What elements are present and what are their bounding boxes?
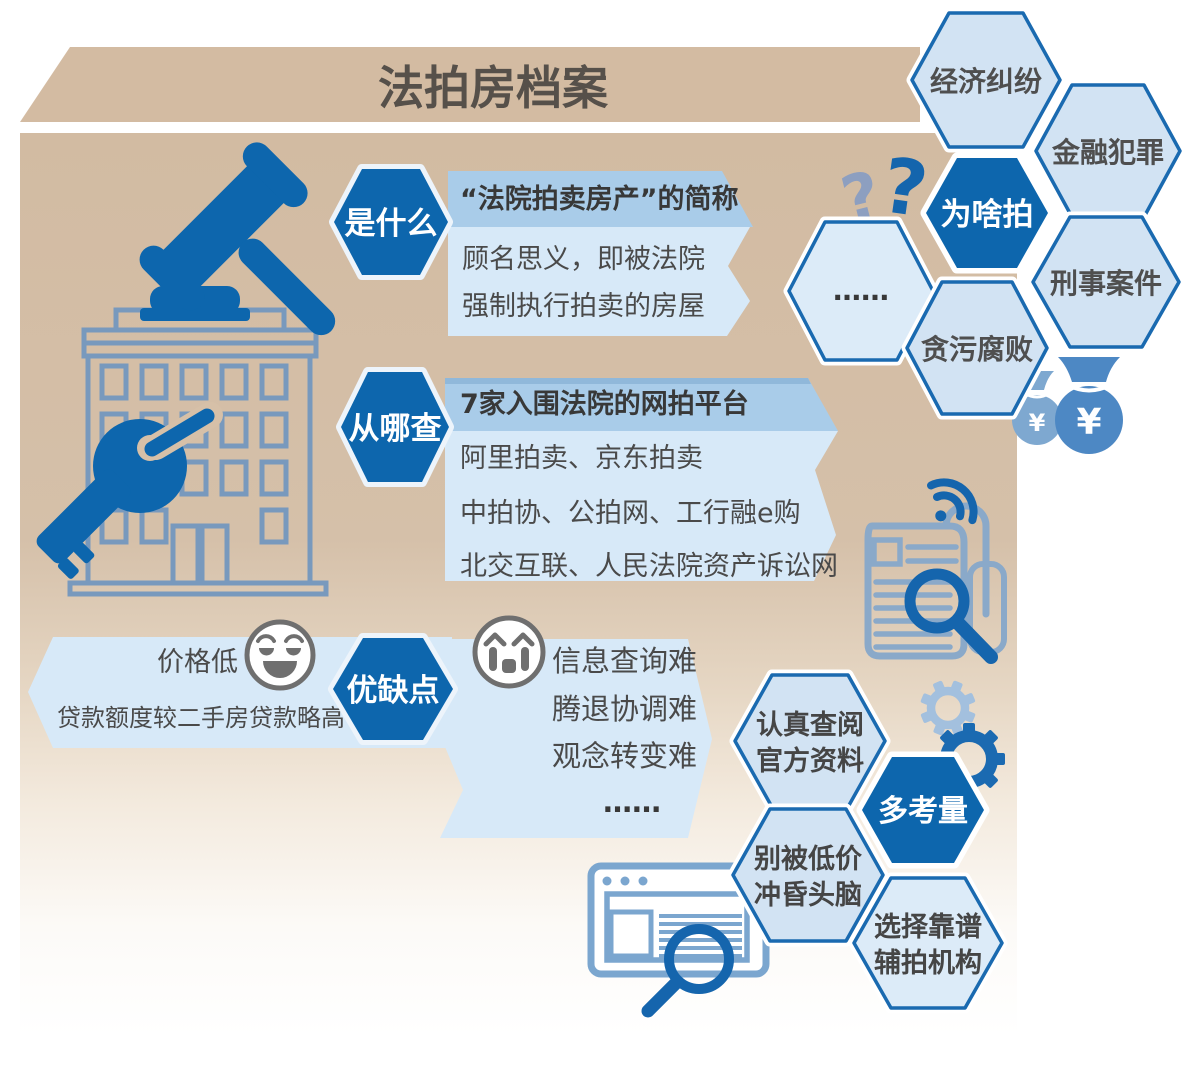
con3-text: 观念转变难 — [552, 739, 697, 773]
con2-text: 腾退协调难 — [552, 692, 697, 726]
why-reason3-hexagon — [1031, 215, 1181, 349]
tip3-line2: 辅拍机构 — [874, 948, 982, 979]
what-hexagon — [334, 169, 448, 275]
gear-icon — [920, 680, 976, 736]
tip1-line1: 认真查阅 — [756, 710, 864, 741]
tip2-line1: 别被低价 — [754, 844, 863, 875]
cons-band — [440, 639, 712, 838]
what-label: 是什么 — [345, 206, 438, 242]
why-reason3-text: 刑事案件 — [1050, 267, 1162, 300]
why-etc-text: …… — [833, 274, 889, 307]
why-reason4-text: 贪污腐败 — [921, 333, 1033, 366]
con1-text: 信息查询难 — [552, 644, 697, 678]
pro1-text: 价格低 — [157, 647, 238, 678]
where-line1: 阿里拍卖、京东拍卖 — [460, 443, 703, 474]
newspaper-icon — [864, 478, 1007, 664]
where-line2: 中拍协、公拍网、工行融e购 — [460, 498, 801, 529]
magnifier-icon — [904, 568, 998, 664]
title-banner — [20, 47, 920, 122]
why-reason2-text: 金融犯罪 — [1051, 136, 1164, 169]
wifi-icon — [927, 478, 978, 525]
why-hexagon — [926, 158, 1048, 268]
yen-big: ¥ — [1076, 402, 1101, 443]
where-body-band — [445, 431, 838, 581]
magnifier-icon — [641, 924, 734, 1018]
where-header-text: 7家入围法院的网拍平台 — [460, 388, 749, 420]
what-body-band — [448, 227, 750, 336]
where-header-band — [445, 378, 838, 431]
where-hexagon — [341, 372, 449, 482]
proscons-label: 优缺点 — [347, 673, 440, 709]
what-header-band — [448, 171, 753, 227]
gavel-icon — [139, 142, 336, 336]
why-reason4-hexagon — [905, 280, 1049, 416]
section-tips: 认真查阅 官方资料 别被低价 冲昏头脑 选择靠谱 辅拍机构 多考量 — [727, 669, 1008, 1014]
why-reason1-text: 经济纠纷 — [930, 65, 1042, 98]
crying-face-icon — [472, 615, 546, 689]
con4-text: …… — [603, 785, 661, 819]
tips-label: 多考量 — [878, 794, 968, 829]
tip2-line2: 冲昏头脑 — [754, 880, 862, 911]
key-icon — [36, 402, 223, 579]
why-reason1-hexagon — [910, 11, 1062, 149]
why-label: 为啥拍 — [941, 197, 1034, 233]
tip2-hexagon — [731, 807, 885, 943]
tip3-line1: 选择靠谱 — [874, 911, 982, 943]
tip1-line2: 官方资料 — [756, 745, 864, 777]
section-where: 7家入围法院的网拍平台 阿里拍卖、京东拍卖 中拍协、公拍网、工行融e购 北交互联… — [336, 367, 838, 582]
where-label: 从哪查 — [349, 411, 442, 447]
tip3-hexagon — [852, 876, 1004, 1010]
section-what: “法院拍卖房产”的简称 顾名思义，即被法院 强制执行拍卖的房屋 是什么 — [329, 164, 753, 336]
money-bag-icon: ¥ ¥ — [1012, 357, 1123, 454]
browser-icon — [587, 862, 770, 1018]
what-line2: 强制执行拍卖的房屋 — [462, 291, 705, 322]
page-title: 法拍房档案 — [378, 61, 609, 115]
what-header-text: “法院拍卖房产”的简称 — [460, 183, 739, 215]
what-line1: 顾名思义，即被法院 — [462, 244, 705, 275]
yen-small: ¥ — [1029, 409, 1046, 437]
tips-hexagon — [862, 757, 984, 863]
section-why: ? ? …… 经济纠纷 金融犯罪 刑事案件 贪污腐败 为啥拍 — [783, 7, 1186, 420]
where-line3: 北交互联、人民法院资产诉讼网 — [460, 551, 838, 582]
pro2-text: 贷款额度较二手房贷款略高 — [57, 704, 345, 732]
proscons-hexagon — [333, 638, 453, 740]
section-proscons: 价格低 贷款额度较二手房贷款略高 信息查询难 腾退协调难 观念转变难 …… 优缺… — [28, 615, 712, 838]
smiley-face-icon — [244, 619, 316, 691]
